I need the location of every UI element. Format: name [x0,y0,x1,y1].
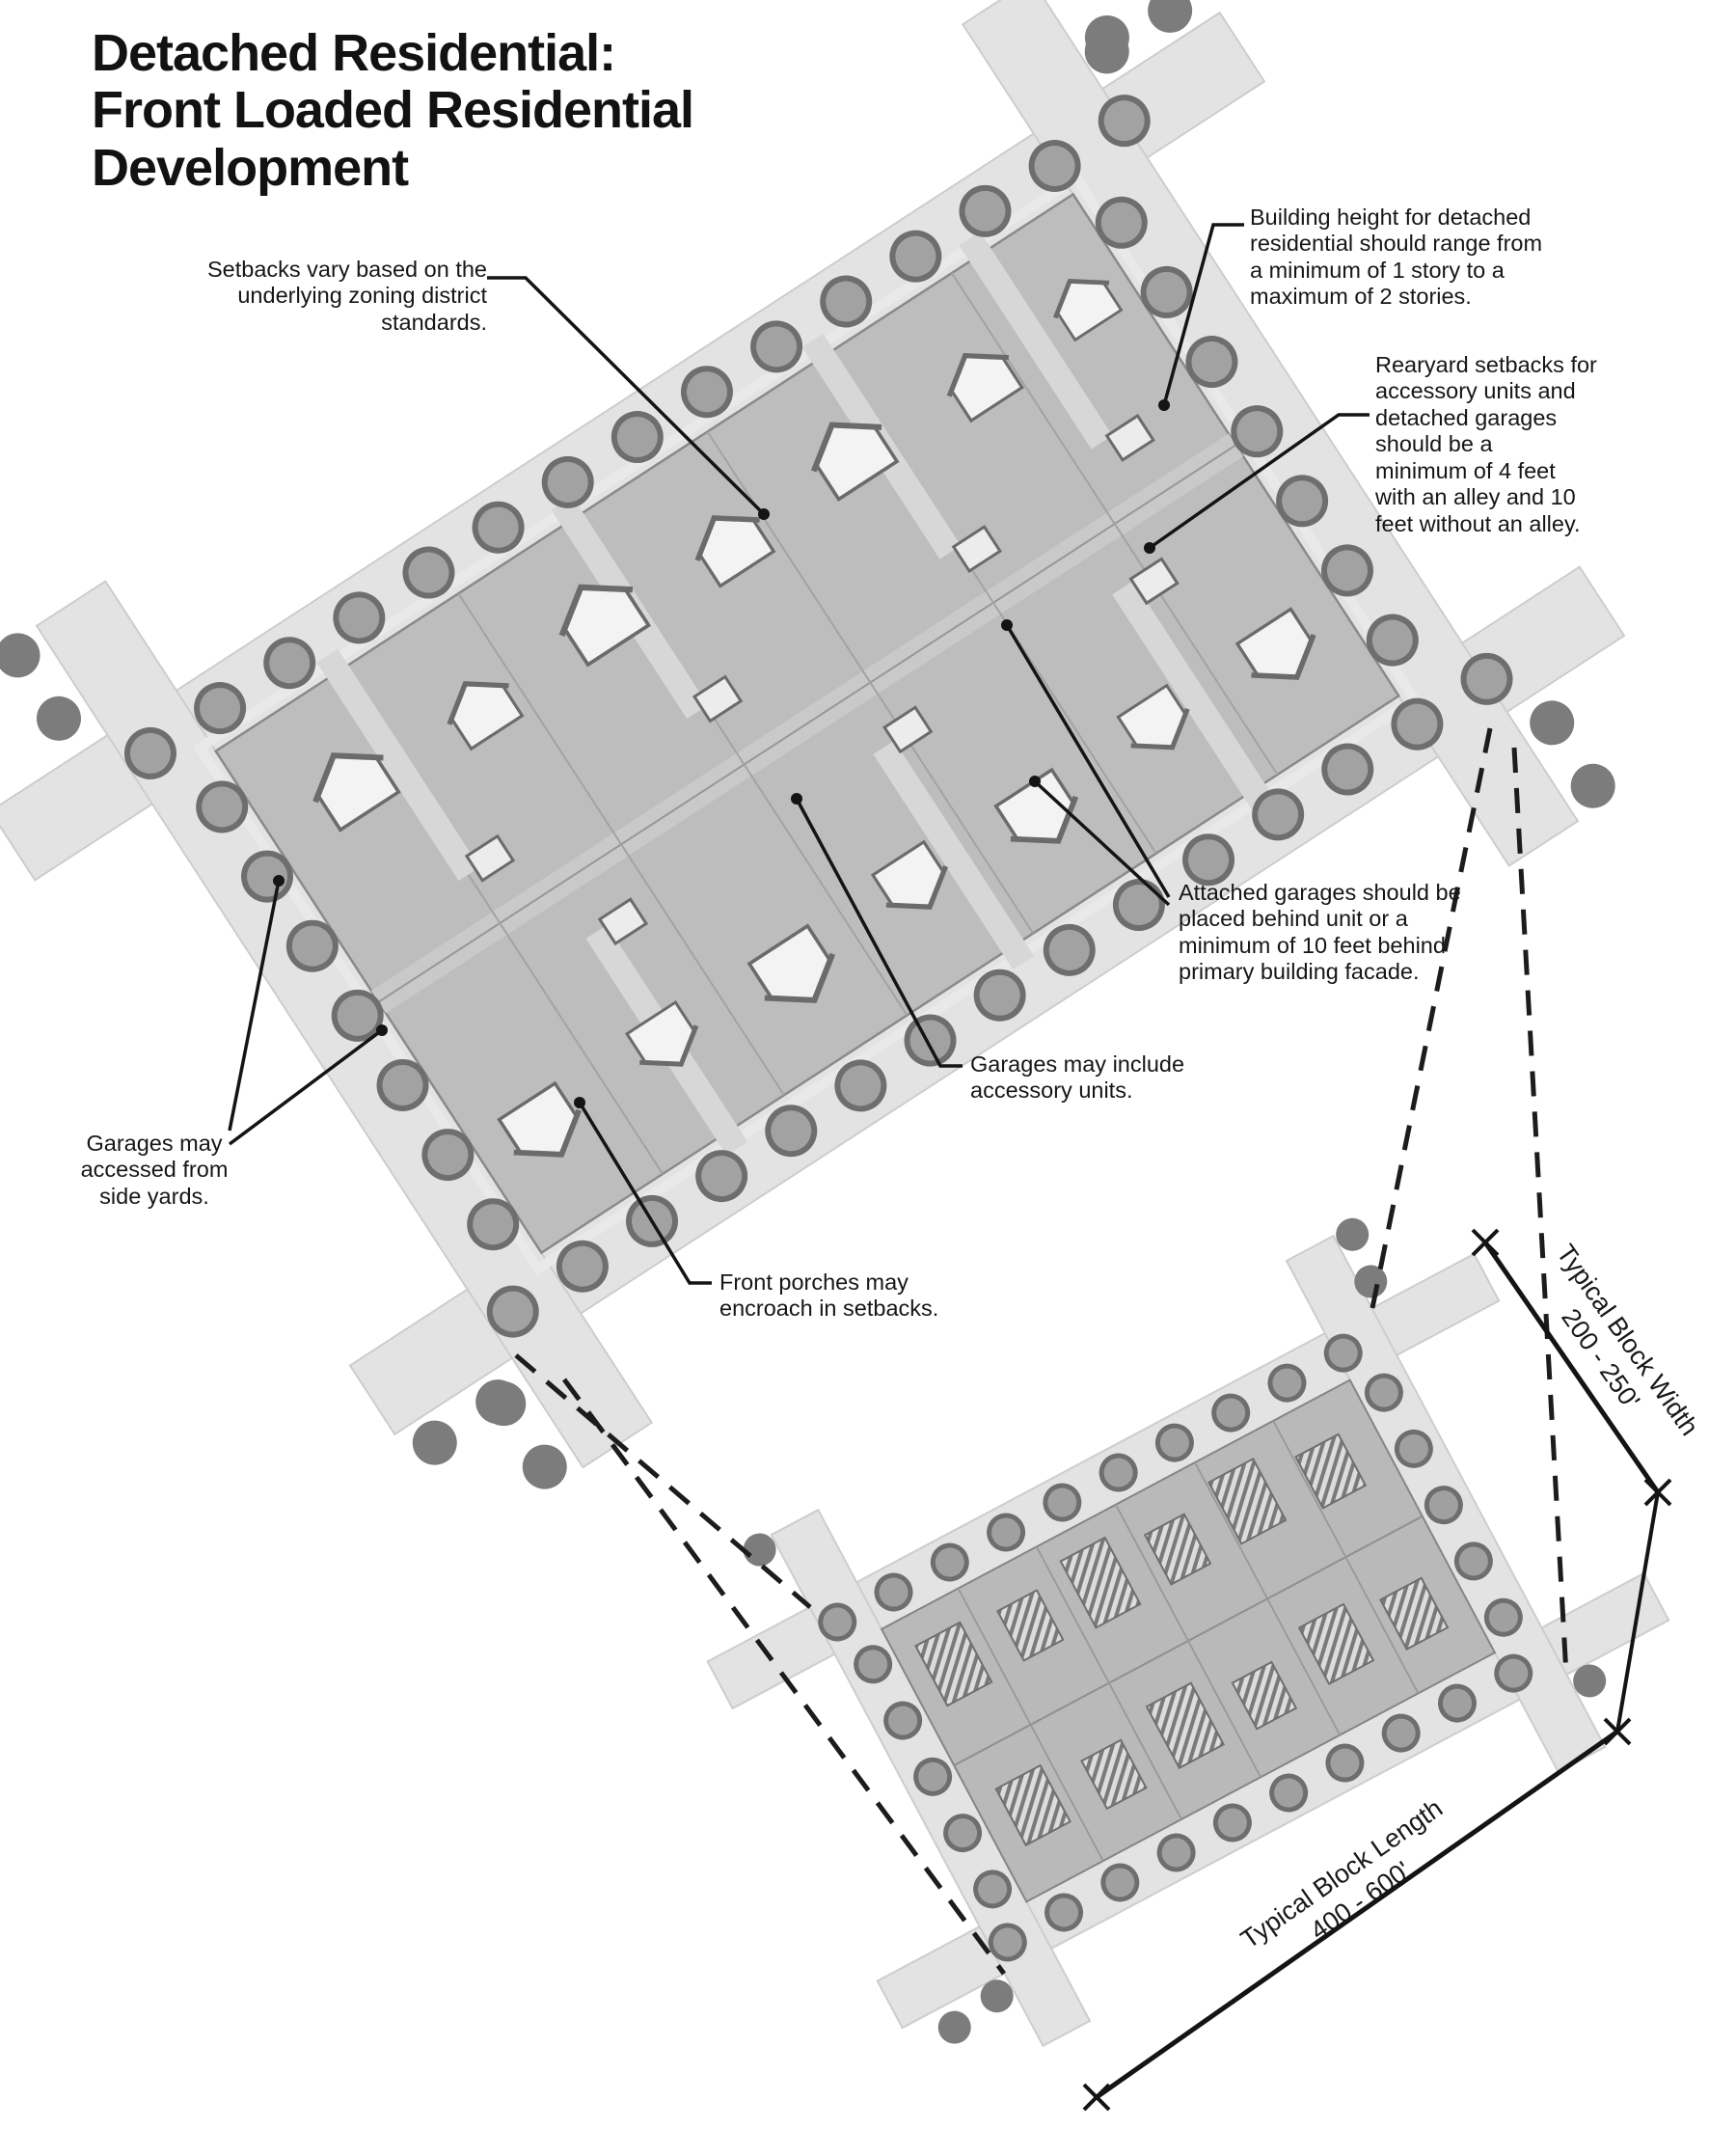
leader-line-building-height [1162,223,1244,406]
annotation-line: feet without an alley. [1375,510,1581,536]
annotation-side-yard-garages: Garages may accessed from side yards. [68,1131,241,1210]
dimension-tick [1643,1478,1672,1507]
page-title-line: Development [92,138,409,197]
tree-row [937,1983,1022,2044]
annotation-accessory-units: Garages may include accessory units. [970,1051,1184,1105]
leader-line-accessory-units [795,798,963,1068]
annotation-line: a minimum of 1 story to a [1250,257,1505,283]
block-length-dimension-line [1095,1729,1619,2100]
block-width-dimension-line [1482,1241,1661,1494]
annotation-line: Rearyard setbacks for [1375,352,1597,377]
annotation-line: accessory units. [970,1078,1133,1104]
lot-lines [957,1420,1420,1862]
leader-dot [376,1024,388,1036]
annotation-line: underlying zoning district [237,283,487,309]
leader-dot [1158,399,1170,411]
leader-line-attached-garages-1 [1005,624,1171,898]
annotation-line: maximum of 2 stories. [1250,284,1472,310]
leader-line-rearyard [1148,413,1370,550]
tree-row [1336,1217,1397,1302]
annotation-line: encroach in setbacks. [719,1296,939,1322]
tree-row [202,786,516,1248]
tree-row [1354,1238,1439,1298]
annotation-line: Building height for detached [1250,205,1532,230]
page-title: Detached Residential: Front Loaded Resid… [92,24,694,197]
projection-line [1370,727,1493,1309]
annotation-line: Setbacks vary based on the [206,257,487,282]
tree-row [0,633,85,747]
dimension-lines [1082,1228,1672,2112]
projection-line [561,1378,1007,1976]
annotation-setbacks: Setbacks vary based on the underlying zo… [207,257,487,336]
alley-centerline [377,444,1237,1003]
tree-row [1369,1378,1521,1638]
page-title-line: Detached Residential: [92,24,616,82]
street-trees [0,0,1619,1495]
annotation-rearyard-setbacks: Rearyard setbacks for accessory units an… [1375,352,1597,537]
main-block-illustration [0,0,1626,1495]
tree-row [992,1642,1560,1957]
annotation-line: Garages may [86,1131,223,1156]
annotation-line: with an alley and 10 [1375,484,1576,510]
leader-dot [1144,542,1155,554]
annotation-line: minimum of 10 feet behind [1179,932,1446,958]
leader-dot [791,793,802,805]
annotation-line: Attached garages should be [1179,880,1461,905]
annotation-attached-garages: Attached garages should be placed behind… [1179,880,1461,986]
leader-dot [273,875,285,887]
annotation-line: standards. [381,309,487,335]
tree-row [858,1650,1010,1909]
annotation-line: should be a [1375,431,1493,457]
leader-dot [574,1097,585,1108]
annotation-line: detached garages [1375,404,1558,430]
annotation-line: placed behind unit or a [1179,906,1408,932]
street-trees [743,1217,1634,2064]
dimension-tick [1603,1717,1632,1746]
tree-row [492,656,1510,1332]
tree-row [1573,1664,1634,1749]
tree-row [1530,700,1619,814]
building-footprints [914,1433,1450,1847]
annotation-line: side yards. [99,1183,209,1209]
projection-line [1511,747,1569,1676]
leader-line-attached-garages-2 [1033,779,1171,907]
dimension-tick [1471,1228,1500,1257]
dimension-tick [1082,2083,1111,2112]
dimension-connector-line [1615,1491,1660,1733]
annotation-building-height: Building height for detached residential… [1250,205,1542,311]
annotation-line: primary building facade. [1179,959,1420,985]
annotation-line: residential should range from [1250,231,1543,257]
leader-dot [1001,619,1013,631]
page-title-line: Front Loaded Residential [92,81,694,140]
annotation-line: accessed from [80,1157,229,1183]
tree-row [1084,0,1203,74]
tree-row [129,97,1149,774]
leader-line-side-yards-1 [228,880,281,1132]
leader-lines [228,223,1370,1285]
annotation-line: accessory units and [1375,378,1576,404]
leader-line-side-yards-2 [228,1028,384,1146]
projection-dashed-lines [514,727,1569,1976]
leader-line-setbacks [487,276,766,516]
annotation-line: Front porches may [719,1269,909,1295]
leader-dot [758,508,770,520]
tree-row [743,1533,803,1618]
annotation-line: minimum of 4 feet [1375,457,1556,483]
projection-line [514,1353,812,1609]
tree-row [980,1979,1041,2064]
annotation-front-porches: Front porches may encroach in setbacks. [719,1269,938,1323]
leader-line-front-porches [578,1102,712,1285]
tree-row [1100,202,1415,664]
tree-row [412,1373,530,1465]
plan-view-block-illustration [706,1217,1670,2064]
annotation-line: Garages may include [970,1051,1185,1077]
tree-row [823,1322,1389,1637]
leader-dot [1029,776,1041,787]
